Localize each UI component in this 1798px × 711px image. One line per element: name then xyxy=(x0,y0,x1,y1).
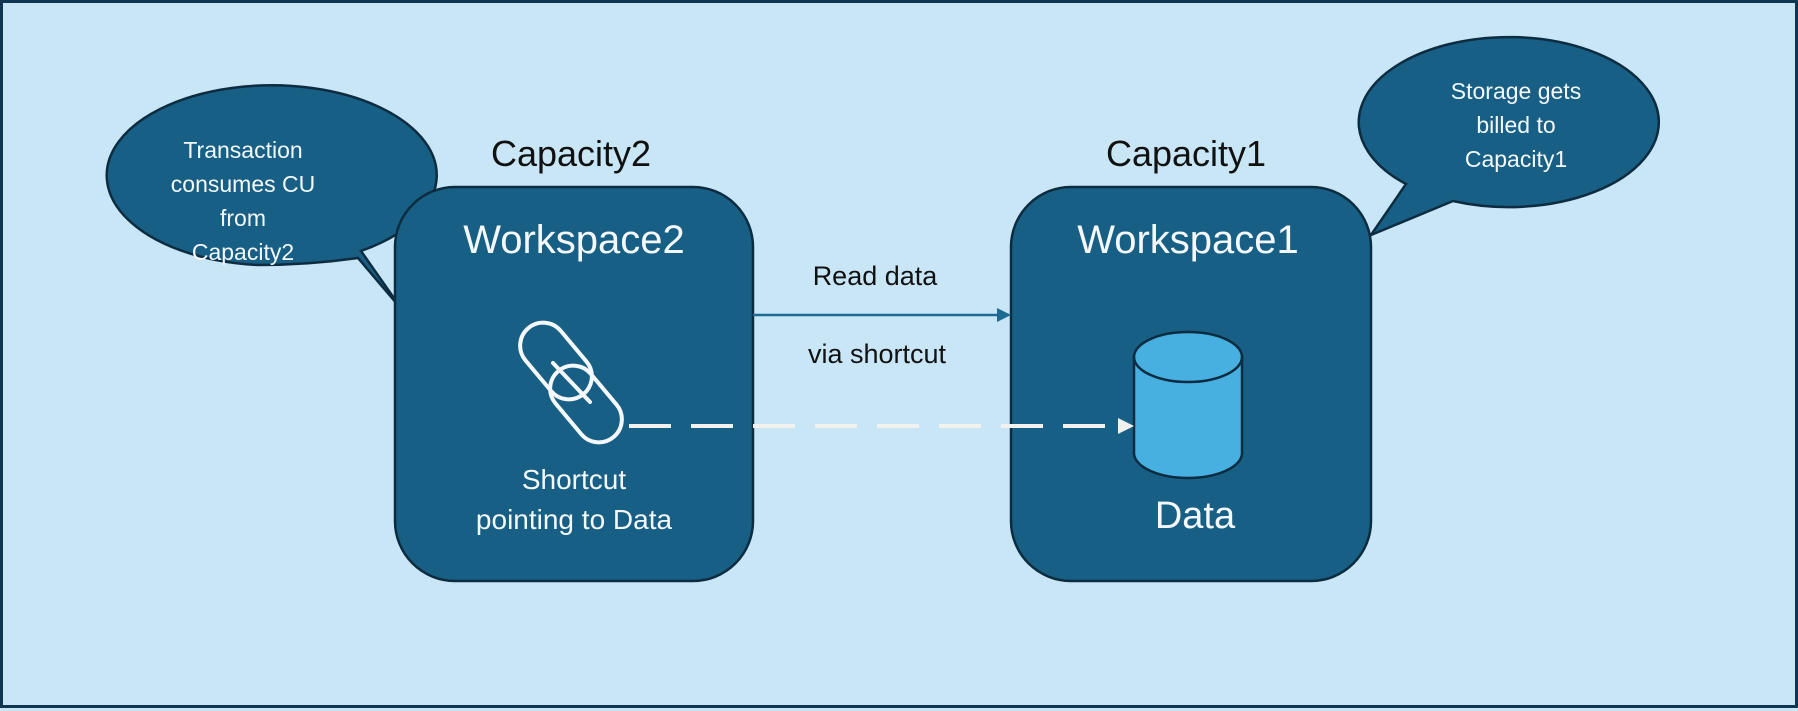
workspace2-title: Workspace2 xyxy=(463,218,685,262)
callout-capacity1: Storage gets billed to Capacity1 xyxy=(1357,35,1661,238)
read-data-arrowhead xyxy=(997,308,1011,322)
link-icon xyxy=(518,320,624,445)
database-icon xyxy=(1132,330,1244,480)
callout-right-line-1: Storage gets xyxy=(1451,78,1581,104)
workspace2-caption-line-2: pointing to Data xyxy=(476,504,673,535)
workspace2-caption-line-1: Shortcut xyxy=(522,464,626,495)
callout-bubble-left xyxy=(105,84,438,312)
callout-left-line-3: from xyxy=(220,205,266,231)
shortcut-to-data-edge xyxy=(629,418,1134,434)
edge-label-read-data: Read data xyxy=(813,261,939,291)
workspace1-node: Workspace1 Data xyxy=(1009,185,1373,583)
shortcut-dashed-arrowhead xyxy=(1118,418,1134,434)
capacity2-label: Capacity2 xyxy=(491,133,651,174)
workspace1-title: Workspace1 xyxy=(1077,218,1299,262)
edge-label-via-shortcut: via shortcut xyxy=(808,339,947,369)
diagram-svg: Transaction consumes CU from Capacity2 S… xyxy=(105,35,1661,583)
callout-left-line-4: Capacity2 xyxy=(192,239,294,265)
callout-left-line-1: Transaction xyxy=(183,137,302,163)
workspace1-caption: Data xyxy=(1155,495,1236,537)
workspace2-node: Workspace2 Shortcut pointing to Data xyxy=(393,185,755,583)
callout-right-line-3: Capacity1 xyxy=(1465,146,1567,172)
read-data-edge: Read data via shortcut xyxy=(753,261,1011,369)
capacity1-label: Capacity1 xyxy=(1106,133,1266,174)
callout-bubble-right xyxy=(1357,35,1661,238)
callout-capacity2: Transaction consumes CU from Capacity2 xyxy=(105,84,438,312)
callout-left-line-2: consumes CU xyxy=(171,171,315,197)
callout-right-line-2: billed to xyxy=(1476,112,1555,138)
